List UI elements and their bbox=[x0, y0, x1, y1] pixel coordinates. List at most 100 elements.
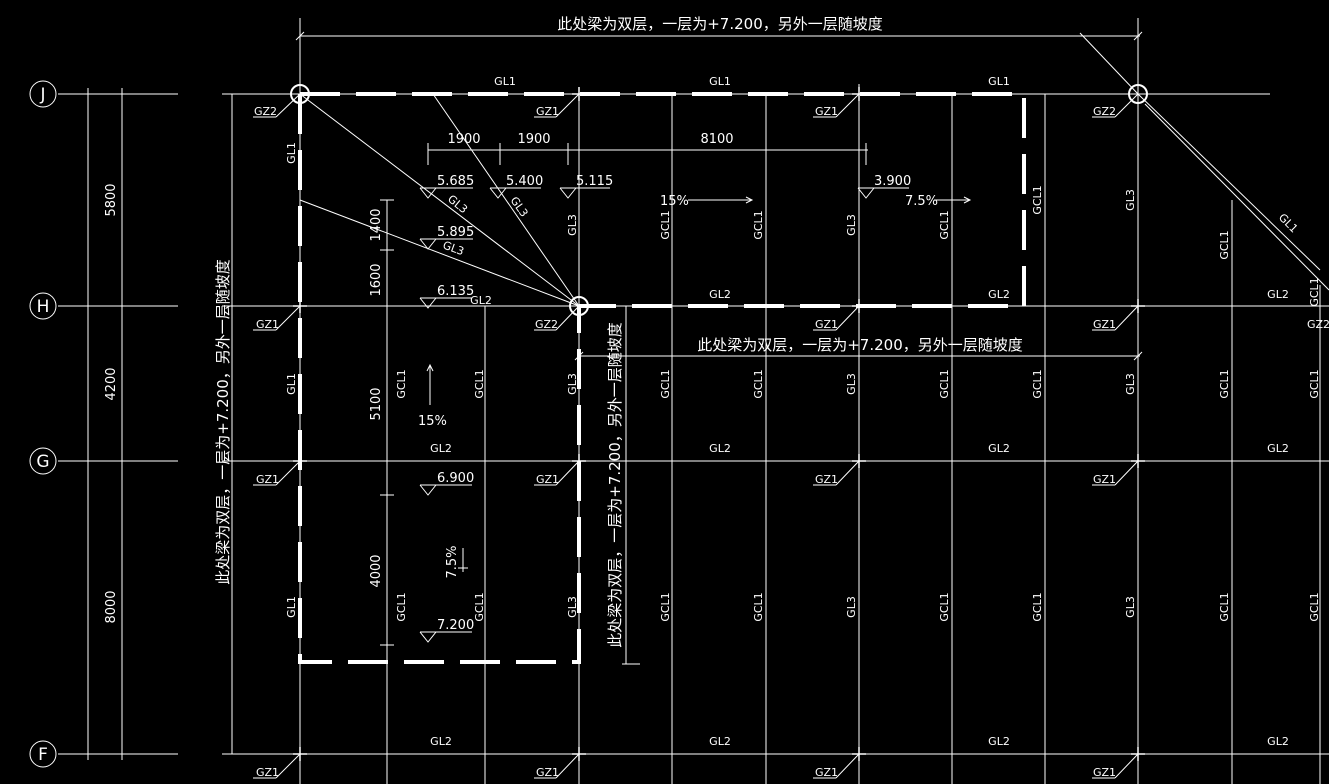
gcl1-label: GCL1 bbox=[1031, 369, 1044, 398]
column-circle-j4 bbox=[1128, 84, 1148, 104]
top-note: 此处梁为双层，一层为+7.200，另外一层随坡度 bbox=[557, 15, 883, 33]
roof-boundary-dashed bbox=[298, 92, 1026, 664]
elev-5685: 5.685 bbox=[437, 174, 474, 189]
beam-labels-horizontal: GL1 GL1 GL1 GL2 GL2 GL2 GL2 GL2 GL2 GL2 … bbox=[430, 75, 1289, 748]
beam-labels-vertical: GL1 GL1 GL1 GL3 GL3 GL3 GL3 GL3 GL3 GL3 … bbox=[285, 142, 1321, 622]
gl3-label: GL3 bbox=[566, 214, 579, 236]
dim-left-3: 8000 bbox=[104, 590, 119, 623]
top-dimension bbox=[295, 31, 1143, 95]
gz1-label: GZ1 bbox=[815, 473, 838, 486]
gl3-label: GL3 bbox=[445, 192, 470, 216]
slope-75-left: 7.5% bbox=[445, 545, 460, 578]
gz2-label: GZ2 bbox=[1093, 105, 1116, 118]
gcl1-label: GCL1 bbox=[752, 592, 765, 621]
gcl1-label: GCL1 bbox=[752, 210, 765, 239]
axis-label-h: H bbox=[37, 297, 50, 317]
gcl1-label: GCL1 bbox=[395, 369, 408, 398]
slope-75-top: 7.5% bbox=[905, 194, 938, 209]
gcl1-label: GCL1 bbox=[1218, 592, 1231, 621]
elevation-markers bbox=[419, 187, 909, 643]
gl3-label: GL3 bbox=[566, 373, 579, 395]
gl1-label: GL1 bbox=[285, 373, 298, 395]
gl2-label: GL2 bbox=[430, 735, 452, 748]
gl1-label: GL1 bbox=[285, 142, 298, 164]
left-vertical-note: 此处梁为双层，一层为+7.200，另外一层随坡度 bbox=[214, 259, 232, 585]
gz1-label: GZ1 bbox=[256, 766, 279, 779]
gz1-label: GZ1 bbox=[256, 318, 279, 331]
axis-bubble-g: G bbox=[29, 447, 57, 475]
elev-3900: 3.900 bbox=[874, 174, 911, 189]
elev-5115: 5.115 bbox=[576, 174, 613, 189]
gl3-label: GL3 bbox=[845, 214, 858, 236]
left-dimension-lines bbox=[87, 88, 233, 760]
dim-side-1: 1400 bbox=[369, 208, 384, 241]
dim-side-4: 4000 bbox=[369, 554, 384, 587]
column-labels: GZ2 GZ1 GZ1 GZ2 GZ1 GZ2 GZ1 GZ1 GZ2 GZ1 … bbox=[254, 105, 1329, 779]
middle-vertical-dimension bbox=[622, 306, 640, 665]
dim-left-2: 4200 bbox=[104, 367, 119, 400]
dim-top-1: 1900 bbox=[447, 132, 480, 147]
slope-15-left: 15% bbox=[418, 414, 447, 429]
gl3-label: GL3 bbox=[566, 596, 579, 618]
internal-dimension-chain bbox=[427, 143, 868, 165]
elev-5895: 5.895 bbox=[437, 225, 474, 240]
gl2-label: GL2 bbox=[430, 442, 452, 455]
side-dimension-chain bbox=[380, 199, 394, 646]
axis-bubble-h: H bbox=[29, 292, 57, 320]
column-circle-h2 bbox=[569, 296, 589, 316]
gz1-label: GZ1 bbox=[1093, 473, 1116, 486]
gcl1-label: GCL1 bbox=[1308, 592, 1321, 621]
gcl1-label: GCL1 bbox=[1218, 369, 1231, 398]
gcl1-label: GCL1 bbox=[938, 369, 951, 398]
gcl1-label: GCL1 bbox=[1308, 277, 1321, 306]
middle-vertical-note: 此处梁为双层，一层为+7.200，另外一层随坡度 bbox=[606, 322, 624, 648]
gz1-label: GZ1 bbox=[536, 105, 559, 118]
gz2-label: GZ2 bbox=[1307, 318, 1329, 331]
elev-7200: 7.200 bbox=[437, 618, 474, 633]
gz1-label: GZ1 bbox=[815, 105, 838, 118]
gz2-label: GZ2 bbox=[254, 105, 277, 118]
gz1-label: GZ1 bbox=[1093, 318, 1116, 331]
axis-bubble-f: F bbox=[29, 740, 57, 768]
gl2-label: GL2 bbox=[1267, 288, 1289, 301]
gcl1-label: GCL1 bbox=[938, 210, 951, 239]
diagonal-beams bbox=[299, 93, 1329, 307]
gz1-label: GZ1 bbox=[536, 766, 559, 779]
slope-arrows bbox=[426, 196, 972, 572]
axis-label-g: G bbox=[36, 452, 49, 472]
gz1-label: GZ1 bbox=[256, 473, 279, 486]
gl2-label: GL2 bbox=[988, 288, 1010, 301]
gl2-label: GL2 bbox=[709, 735, 731, 748]
slope-15-top: 15% bbox=[660, 194, 689, 209]
dim-side-2: 1600 bbox=[369, 263, 384, 296]
axis-label-f: F bbox=[38, 745, 48, 765]
gz1-label: GZ1 bbox=[815, 766, 838, 779]
gcl1-label: GCL1 bbox=[473, 369, 486, 398]
gcl1-label: GCL1 bbox=[752, 369, 765, 398]
gz1-label: GZ1 bbox=[1093, 766, 1116, 779]
dim-top-2: 1900 bbox=[517, 132, 550, 147]
gl3-label: GL3 bbox=[845, 596, 858, 618]
gz1-label: GZ1 bbox=[815, 318, 838, 331]
gl3-label: GL3 bbox=[1124, 373, 1137, 395]
gl2-label: GL2 bbox=[470, 294, 492, 307]
axis-label-j: J bbox=[39, 85, 45, 105]
gcl1-label: GCL1 bbox=[659, 369, 672, 398]
gcl1-label: GCL1 bbox=[473, 592, 486, 621]
column-leaders bbox=[253, 93, 1139, 779]
gl1-label: GL1 bbox=[494, 75, 516, 88]
gl2-label: GL2 bbox=[988, 735, 1010, 748]
elev-6900: 6.900 bbox=[437, 471, 474, 486]
gcl1-label: GCL1 bbox=[395, 592, 408, 621]
gz1-label: GZ1 bbox=[536, 473, 559, 486]
dim-left-1: 5800 bbox=[104, 183, 119, 216]
column-circle-j1 bbox=[290, 84, 310, 104]
gl1-label: GL1 bbox=[285, 596, 298, 618]
gcl1-label: GCL1 bbox=[659, 210, 672, 239]
gl2-label: GL2 bbox=[1267, 735, 1289, 748]
gl2-label: GL2 bbox=[709, 442, 731, 455]
axis-bubble-j: J bbox=[29, 80, 57, 108]
gl3-label: GL3 bbox=[845, 373, 858, 395]
elev-6135: 6.135 bbox=[437, 284, 474, 299]
